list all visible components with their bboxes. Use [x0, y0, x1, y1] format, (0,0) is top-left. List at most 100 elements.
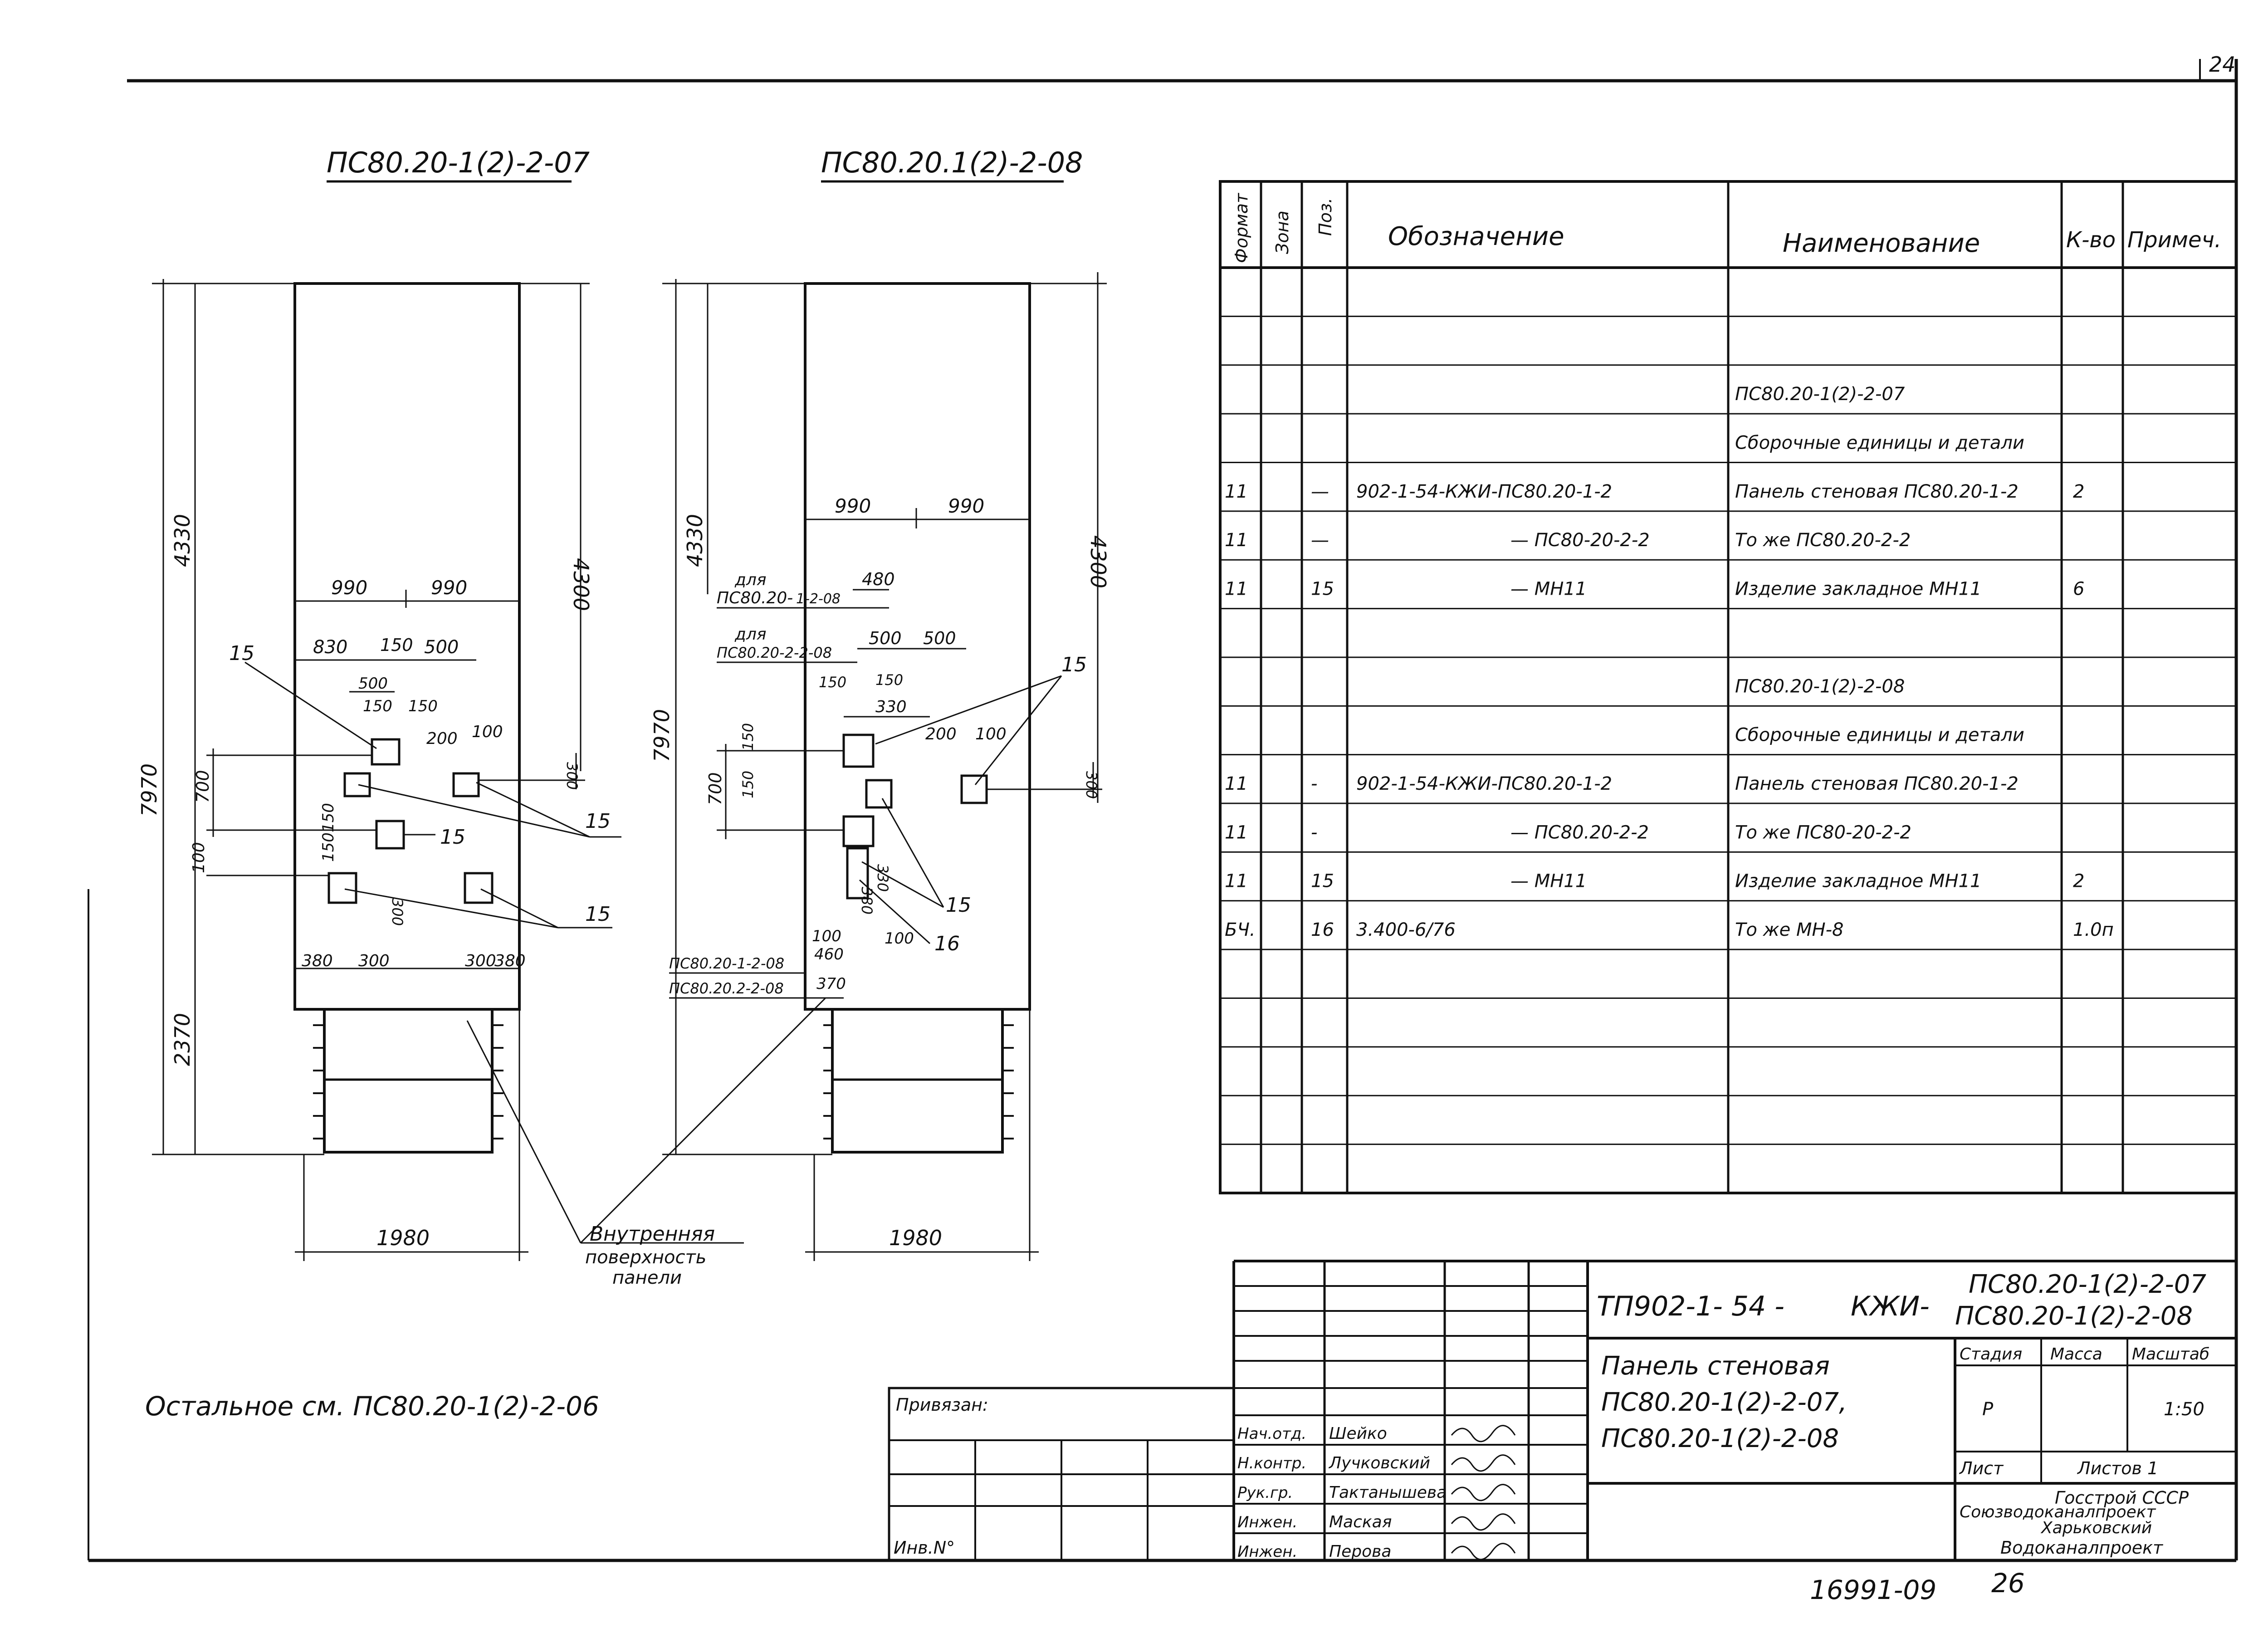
- dim-2-total: 7970: [650, 709, 674, 762]
- drawing-1: ПС80.20-1(2)-2-07: [137, 146, 621, 1261]
- spec-cell-d: — ПС80-20-2-2: [1510, 530, 1650, 551]
- dim-1-b380r: 380: [494, 952, 526, 970]
- panel-2-rebar: [823, 1024, 1014, 1139]
- dim-1-150c: 150: [408, 697, 438, 715]
- spec-cell-p: 16: [1311, 919, 1334, 940]
- tb-mark1: ПС80.20-1(2)-2-07: [1969, 1270, 2206, 1299]
- label-for1b: ПС80.20-: [717, 589, 793, 607]
- callout-2-15b: 15: [946, 894, 971, 917]
- dim-1-700: 700: [193, 770, 213, 803]
- tb-sheet-h: Лист: [1959, 1458, 2004, 1478]
- dim-2-100c: 100: [885, 929, 914, 948]
- dim-1-100b: 100: [190, 842, 208, 873]
- dim-1-200: 200: [426, 729, 458, 748]
- dim-1-right: 4300: [569, 558, 593, 611]
- label-for1: для: [734, 571, 767, 589]
- callout-1-15b: 15: [585, 810, 611, 833]
- dim-1-b380: 380: [302, 952, 333, 970]
- tb-person-name: Маская: [1329, 1513, 1392, 1531]
- spec-cell-n: Панель стеновая ПС80.20-1-2: [1735, 773, 2019, 794]
- tb-person-name: Перова: [1329, 1542, 1391, 1561]
- spec-cell-n: ПС80.20-1(2)-2-07: [1735, 384, 1905, 405]
- dim-1-100: 100: [472, 723, 503, 741]
- tb-signature: [1451, 1543, 1516, 1560]
- spec-cell-n: Изделие закладное МН11: [1735, 871, 1981, 892]
- dim-1-w-right: 990: [431, 577, 467, 599]
- tb-person-role: Инжен.: [1237, 1513, 1297, 1531]
- spec-header-note: Примеч.: [2127, 227, 2221, 253]
- spec-cell-n: То же МН-8: [1735, 919, 1843, 940]
- tb-scale: 1:50: [2164, 1399, 2204, 1420]
- dim-1-b300r: 300: [465, 952, 496, 970]
- spec-cell-n: ПС80.20-1(2)-2-08: [1735, 676, 1905, 697]
- spec-cell-p: 15: [1311, 579, 1334, 600]
- spec-header-pos: Поз.: [1315, 198, 1335, 236]
- drawing-1-title: ПС80.20-1(2)-2-07: [327, 146, 590, 179]
- tb-mark2: ПС80.20-1(2)-2-08: [1955, 1301, 2193, 1331]
- spec-cell-f: 11: [1225, 871, 1248, 892]
- spec-cell-q: 6: [2073, 579, 2084, 600]
- tb-kzhi: КЖИ-: [1851, 1291, 1930, 1322]
- dim-1-b300: 300: [358, 952, 390, 970]
- bottom-page: 26: [1991, 1568, 2025, 1599]
- dim-1-150: 150: [380, 635, 413, 655]
- plate-1a: [371, 738, 401, 766]
- spec-cell-d: 902-1-54-КЖИ-ПС80.20-1-2: [1356, 481, 1612, 502]
- plate-2a: [842, 733, 875, 768]
- dim-2-150b: 150: [875, 671, 903, 689]
- dim-2-460: 460: [814, 945, 844, 963]
- spec-cell-q: 2: [2073, 871, 2084, 892]
- inner-surface-l3: панели: [612, 1267, 682, 1288]
- dim-2-upper: 4330: [683, 514, 707, 567]
- dim-1-150d: 150: [319, 803, 337, 832]
- dim-2-480: 480: [862, 569, 895, 589]
- spec-cell-p: -: [1311, 773, 1317, 794]
- callout-1-15d: 15: [585, 903, 611, 926]
- callout-1-15a: 15: [229, 642, 254, 665]
- title-block: Привязан: Инв.N° ТП902-1- 54 - КЖИ- ПС80…: [888, 1260, 2236, 1562]
- drawing-2: ПС80.20.1(2)-2-08 7970 43: [650, 146, 1110, 1261]
- spec-cell-q: 2: [2073, 481, 2084, 502]
- label-for2: для: [734, 625, 767, 644]
- plate-2e: [846, 847, 869, 900]
- dim-2-700: 700: [705, 772, 725, 805]
- tb-person-role: Н.контр.: [1237, 1454, 1306, 1472]
- spec-table: Формат Зона Поз. Обозначение Наименовани…: [1219, 180, 2238, 1194]
- tb-person-role: Нач.отд.: [1237, 1425, 1306, 1443]
- spec-cell-d: 3.400-6/76: [1356, 919, 1456, 940]
- bottom-code: 16991-09: [1810, 1574, 1936, 1605]
- spec-cell-f: БЧ.: [1225, 919, 1256, 940]
- dim-2-right: 4300: [1086, 535, 1110, 588]
- dim-2-w-left: 990: [835, 495, 871, 517]
- plate-1e: [327, 872, 357, 904]
- plate-2d: [842, 815, 875, 847]
- spec-cell-p: -: [1311, 822, 1317, 843]
- dim-1-300v: 300: [389, 898, 406, 926]
- dim-2-330: 330: [875, 698, 907, 716]
- spec-cell-n: Изделие закладное МН11: [1735, 579, 1981, 600]
- spec-cell-d: — ПС80.20-2-2: [1510, 822, 1649, 843]
- spec-header-format: Формат: [1232, 192, 1251, 263]
- tb-bound: Привязан:: [896, 1395, 988, 1415]
- plate-2c: [960, 774, 988, 804]
- spec-header-designation: Обозначение: [1388, 222, 1564, 251]
- sheet-frame: 24: [88, 52, 2238, 1562]
- dim-2-width: 1980: [889, 1226, 942, 1250]
- spec-cell-d: 902-1-54-КЖИ-ПС80.20-1-2: [1356, 773, 1612, 794]
- inner-surface-callout: Внутренняя поверхность панели: [466, 997, 826, 1288]
- dim-2-370: 370: [816, 975, 846, 993]
- tb-person-role: Инжен.: [1237, 1543, 1297, 1561]
- dim-2-w-right: 990: [948, 495, 984, 517]
- tb-person-name: Лучковский: [1328, 1454, 1430, 1472]
- callout-2-15a: 15: [1061, 653, 1087, 676]
- tb-stage: Р: [1982, 1399, 1994, 1420]
- tb-name2: ПС80.20-1(2)-2-07,: [1601, 1388, 1847, 1417]
- tb-name3: ПС80.20-1(2)-2-08: [1601, 1424, 1839, 1453]
- spec-header-qty: К-во: [2066, 227, 2116, 253]
- tb-org4: Водоканалпроект: [2000, 1538, 2164, 1558]
- dim-1-upper: 4330: [170, 514, 195, 567]
- spec-cell-f: 11: [1225, 530, 1248, 551]
- tb-scale-h: Масштаб: [2132, 1345, 2209, 1364]
- tb-sheets-h: Листов 1: [2077, 1458, 2158, 1478]
- tb-org1: Госстрой СССР: [2055, 1488, 2189, 1508]
